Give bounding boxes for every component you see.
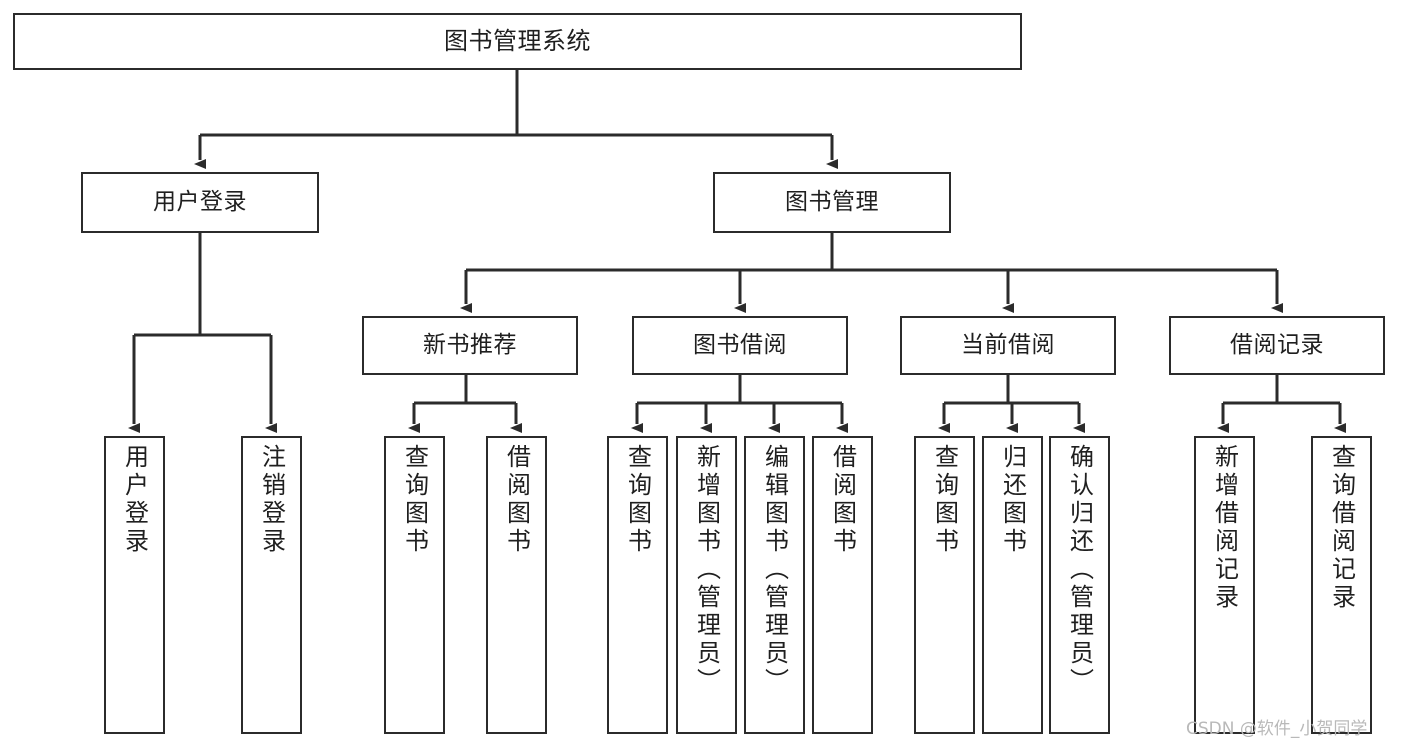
node-leaf-confirm-return-admin[interactable]: 确认归还（管理员）	[1049, 436, 1110, 734]
node-user-login[interactable]: 用户登录	[81, 172, 319, 233]
node-book-borrow-label: 图书借阅	[693, 332, 787, 359]
node-current-borrow[interactable]: 当前借阅	[900, 316, 1116, 375]
node-book-manage[interactable]: 图书管理	[713, 172, 951, 233]
node-user-login-label: 用户登录	[153, 189, 247, 216]
node-root[interactable]: 图书管理系统	[13, 13, 1022, 70]
node-leaf-borrow-book[interactable]: 借阅图书	[812, 436, 873, 734]
node-leaf-borrow-query-book-label: 查询图书	[623, 444, 652, 556]
node-leaf-add-borrow-record-label: 新增借阅记录	[1210, 444, 1239, 612]
node-leaf-edit-book-admin[interactable]: 编辑图书（管理员）	[744, 436, 805, 734]
node-leaf-logout-label: 注销登录	[257, 444, 286, 556]
node-borrow-record[interactable]: 借阅记录	[1169, 316, 1385, 375]
node-leaf-newbook-borrow-book-label: 借阅图书	[502, 444, 531, 556]
node-leaf-newbook-query-book-label: 查询图书	[400, 444, 429, 556]
node-leaf-newbook-query-book[interactable]: 查询图书	[384, 436, 445, 734]
node-leaf-borrow-book-label: 借阅图书	[828, 444, 857, 556]
node-root-label: 图书管理系统	[444, 26, 591, 55]
node-leaf-add-book-admin[interactable]: 新增图书（管理员）	[676, 436, 737, 734]
node-leaf-user-login-label: 用户登录	[120, 444, 149, 556]
node-new-book-recommend-label: 新书推荐	[423, 332, 517, 359]
node-leaf-current-query-book-label: 查询图书	[930, 444, 959, 556]
node-leaf-return-book-label: 归还图书	[998, 444, 1027, 556]
node-leaf-borrow-query-book[interactable]: 查询图书	[607, 436, 668, 734]
node-current-borrow-label: 当前借阅	[961, 332, 1055, 359]
node-leaf-add-borrow-record[interactable]: 新增借阅记录	[1194, 436, 1255, 734]
csdn-watermark: CSDN @软件_小贺同学	[1186, 719, 1368, 739]
node-book-manage-label: 图书管理	[785, 189, 879, 216]
node-book-borrow[interactable]: 图书借阅	[632, 316, 848, 375]
node-leaf-current-query-book[interactable]: 查询图书	[914, 436, 975, 734]
node-leaf-user-login[interactable]: 用户登录	[104, 436, 165, 734]
node-leaf-add-book-admin-label: 新增图书（管理员）	[692, 444, 721, 696]
node-new-book-recommend[interactable]: 新书推荐	[362, 316, 578, 375]
node-leaf-query-borrow-record-label: 查询借阅记录	[1327, 444, 1356, 612]
node-leaf-edit-book-admin-label: 编辑图书（管理员）	[760, 444, 789, 696]
node-leaf-confirm-return-admin-label: 确认归还（管理员）	[1065, 444, 1094, 696]
node-borrow-record-label: 借阅记录	[1230, 332, 1324, 359]
node-leaf-newbook-borrow-book[interactable]: 借阅图书	[486, 436, 547, 734]
node-leaf-query-borrow-record[interactable]: 查询借阅记录	[1311, 436, 1372, 734]
node-leaf-logout[interactable]: 注销登录	[241, 436, 302, 734]
node-leaf-return-book[interactable]: 归还图书	[982, 436, 1043, 734]
